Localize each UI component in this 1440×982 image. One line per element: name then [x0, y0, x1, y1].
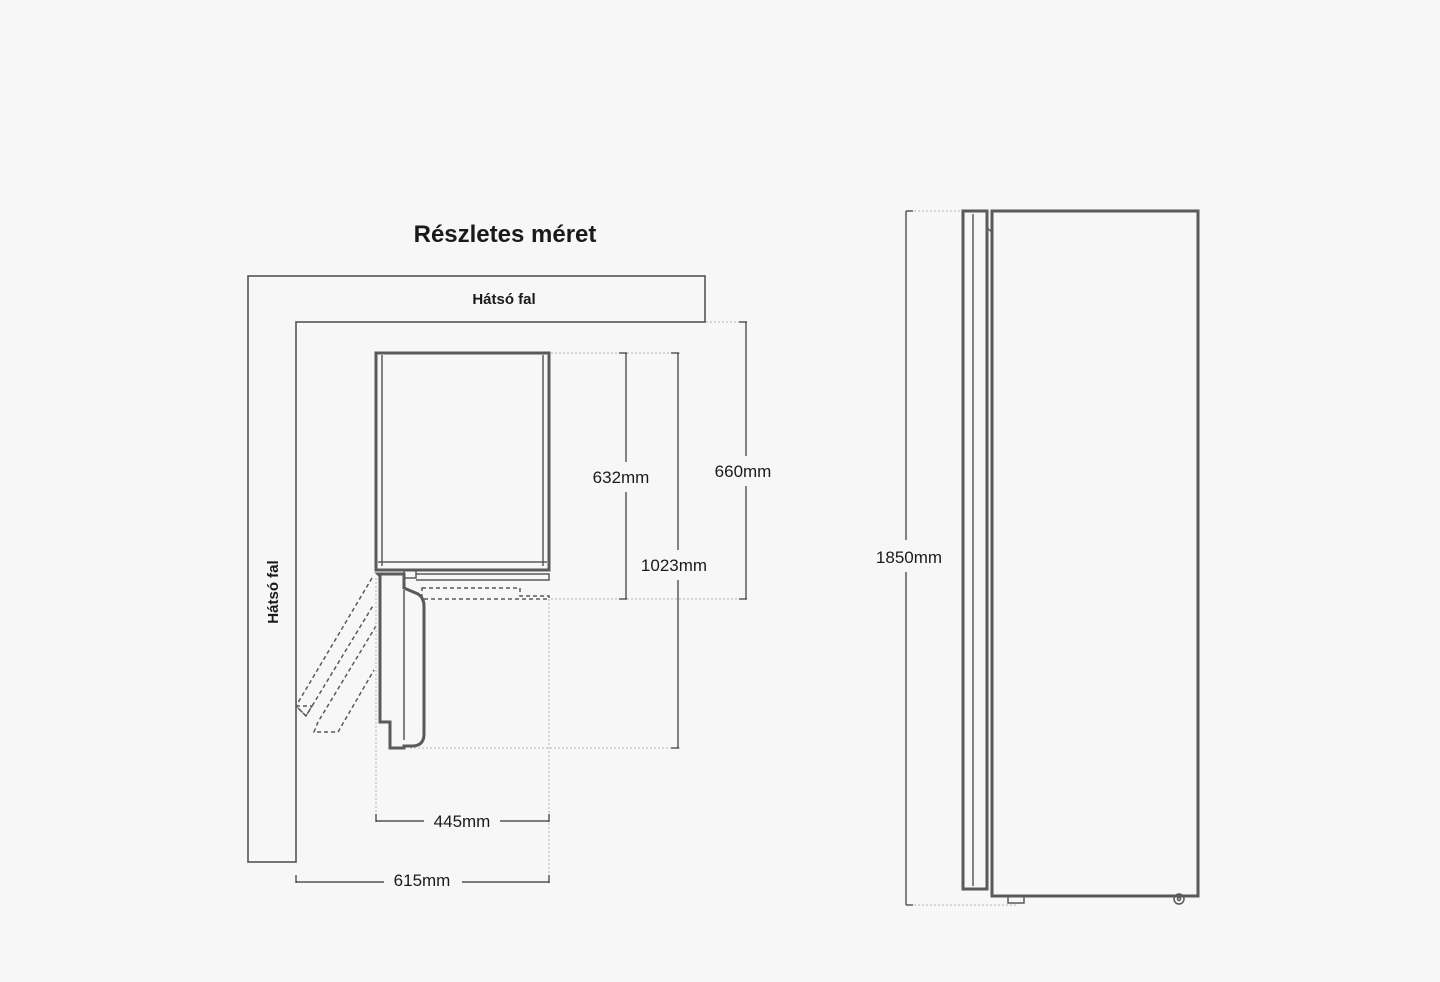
fridge-body-outline — [374, 351, 551, 572]
door-swing-dashed-inner — [312, 625, 377, 733]
dimension-445: 445mm — [375, 812, 550, 831]
side-rear-wheel — [1173, 893, 1185, 905]
dimension-632-label: 632mm — [593, 468, 650, 487]
back-wall-shape — [247, 275, 706, 863]
side-body-outline — [990, 209, 1200, 898]
door-swing-dashed-outer — [295, 577, 375, 718]
back-wall-top-label: Hátsó fal — [472, 291, 535, 308]
side-rear-wheel-hub — [1176, 896, 1182, 902]
dimension-445-label: 445mm — [434, 812, 491, 831]
dimension-615-label: 615mm — [394, 871, 451, 890]
dimension-1850-label: 1850mm — [876, 548, 942, 567]
fridge-side-view — [961, 209, 1200, 905]
door-open-outline — [374, 572, 426, 750]
guide-lines — [375, 321, 746, 880]
side-front-foot — [1007, 896, 1025, 904]
dimension-1850: 1850mm — [876, 210, 942, 906]
diagram-title: Részletes méret — [414, 221, 597, 248]
dimension-632: 632mm — [593, 352, 650, 600]
dimension-660-label: 660mm — [715, 462, 772, 481]
door-closed-outline — [416, 573, 550, 581]
dimension-1023-label: 1023mm — [641, 556, 707, 575]
dimension-1023: 1023mm — [641, 352, 707, 749]
side-guide-lines — [906, 210, 1016, 906]
side-door-outline — [961, 209, 989, 891]
dimension-660: 660mm — [715, 321, 772, 600]
door-swing-dashed-tip — [294, 705, 314, 718]
back-wall-side-label: Hátsó fal — [265, 560, 282, 623]
fridge-top-view — [294, 351, 551, 750]
dimension-615: 615mm — [295, 871, 550, 890]
door-closed-dashed-projection — [421, 587, 550, 600]
